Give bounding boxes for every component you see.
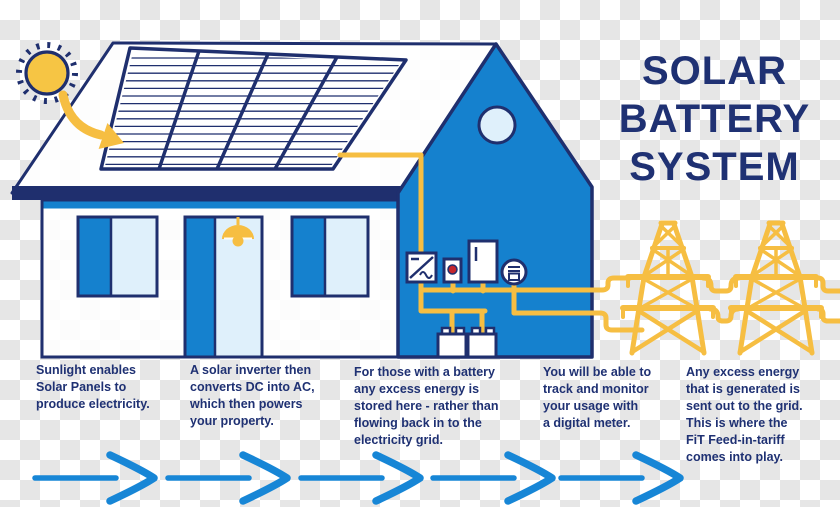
step-caption-3: For those with a battery any excess ener… (354, 365, 499, 447)
inverter-icon (405, 251, 438, 284)
house (10, 41, 594, 359)
pylon-icon (731, 223, 821, 353)
pylon-icon (623, 223, 713, 353)
battery-icon (436, 326, 468, 359)
step-arrow-icon (298, 451, 424, 505)
window-right (290, 215, 370, 298)
door (183, 215, 264, 359)
pendant-lamp-icon (222, 217, 254, 247)
page-title: SOLAR BATTERY SYSTEM (618, 49, 811, 189)
battery-icon (466, 326, 498, 359)
step-caption-1: Sunlight enables Solar Panels to produce… (36, 363, 150, 411)
switch-icon (442, 257, 463, 284)
step-arrow-icon (165, 451, 291, 505)
sun-icon (16, 42, 78, 104)
grid-wire-icon (700, 275, 840, 324)
step-arrow-icon (558, 451, 684, 505)
meter-icon (500, 258, 528, 286)
sun-to-panel-arrow-icon (58, 90, 124, 149)
battery-cabinet-icon (467, 239, 499, 284)
step-arrow-icon (430, 451, 556, 505)
step-caption-4: You will be able to track and monitor yo… (543, 365, 652, 430)
step-caption-2: A solar inverter then converts DC into A… (190, 363, 315, 428)
step-arrow-icon (32, 451, 158, 505)
round-window-icon (477, 105, 517, 145)
window-left (76, 215, 159, 298)
wiring (337, 152, 645, 339)
step-caption-5: Any excess energy that is generated is s… (686, 365, 803, 464)
eave (12, 186, 402, 200)
